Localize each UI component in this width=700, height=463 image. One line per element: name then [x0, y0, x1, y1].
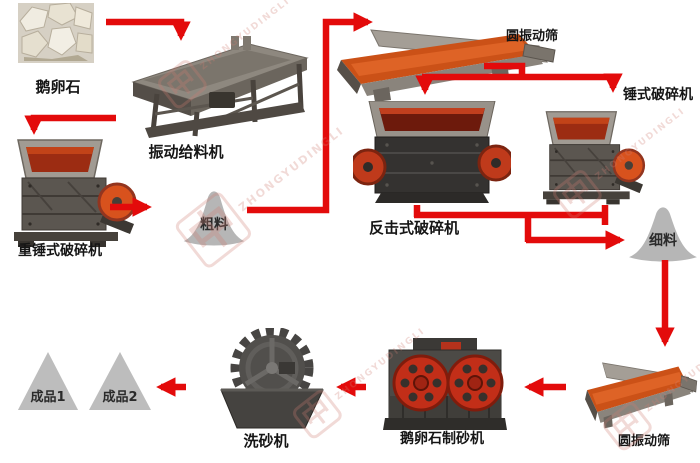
label-vibrating-screen-top: 圆振动筛 — [505, 29, 558, 44]
label-pebble: 鹅卵石 — [35, 78, 81, 96]
vibrating-screen-bottom-machine — [583, 352, 700, 432]
label-pebble-sand-maker: 鹅卵石制砂机 — [400, 431, 484, 447]
fine-material-pile: 细料 — [626, 202, 700, 262]
label-heavy-hammer-crusher: 重锤式破碎机 — [18, 243, 102, 259]
vibrating-feeder-machine — [131, 36, 309, 138]
product-2-triangle: 成品2 — [87, 350, 153, 412]
impact-crusher-machine — [353, 101, 511, 203]
sand-washer-machine — [220, 328, 324, 429]
label-product-1: 成品1 — [30, 390, 66, 405]
product-1-triangle: 成品1 — [16, 350, 80, 412]
label-sand-washer: 洗砂机 — [243, 432, 289, 450]
label-impact-crusher: 反击式破碎机 — [368, 219, 459, 237]
coarse-material-pile: 粗料 — [181, 186, 247, 246]
label-fine-material: 细料 — [649, 232, 677, 249]
label-vibrating-feeder: 振动给料机 — [148, 143, 224, 161]
hammer-crusher-machine — [538, 110, 648, 207]
pebble-sand-maker-machine — [383, 338, 507, 430]
arrow-pebble-to-feeder — [106, 18, 191, 41]
label-product-2: 成品2 — [102, 390, 138, 405]
label-hammer-crusher: 锤式破碎机 — [623, 87, 693, 103]
label-coarse-material: 粗料 — [200, 216, 228, 233]
arrow-feeder-to-heavy-crusher — [24, 114, 116, 135]
label-vibrating-screen-bottom: 圆振动筛 — [617, 434, 670, 449]
heavy-hammer-crusher-machine — [8, 138, 140, 250]
pebble-stones-photo — [18, 3, 94, 63]
